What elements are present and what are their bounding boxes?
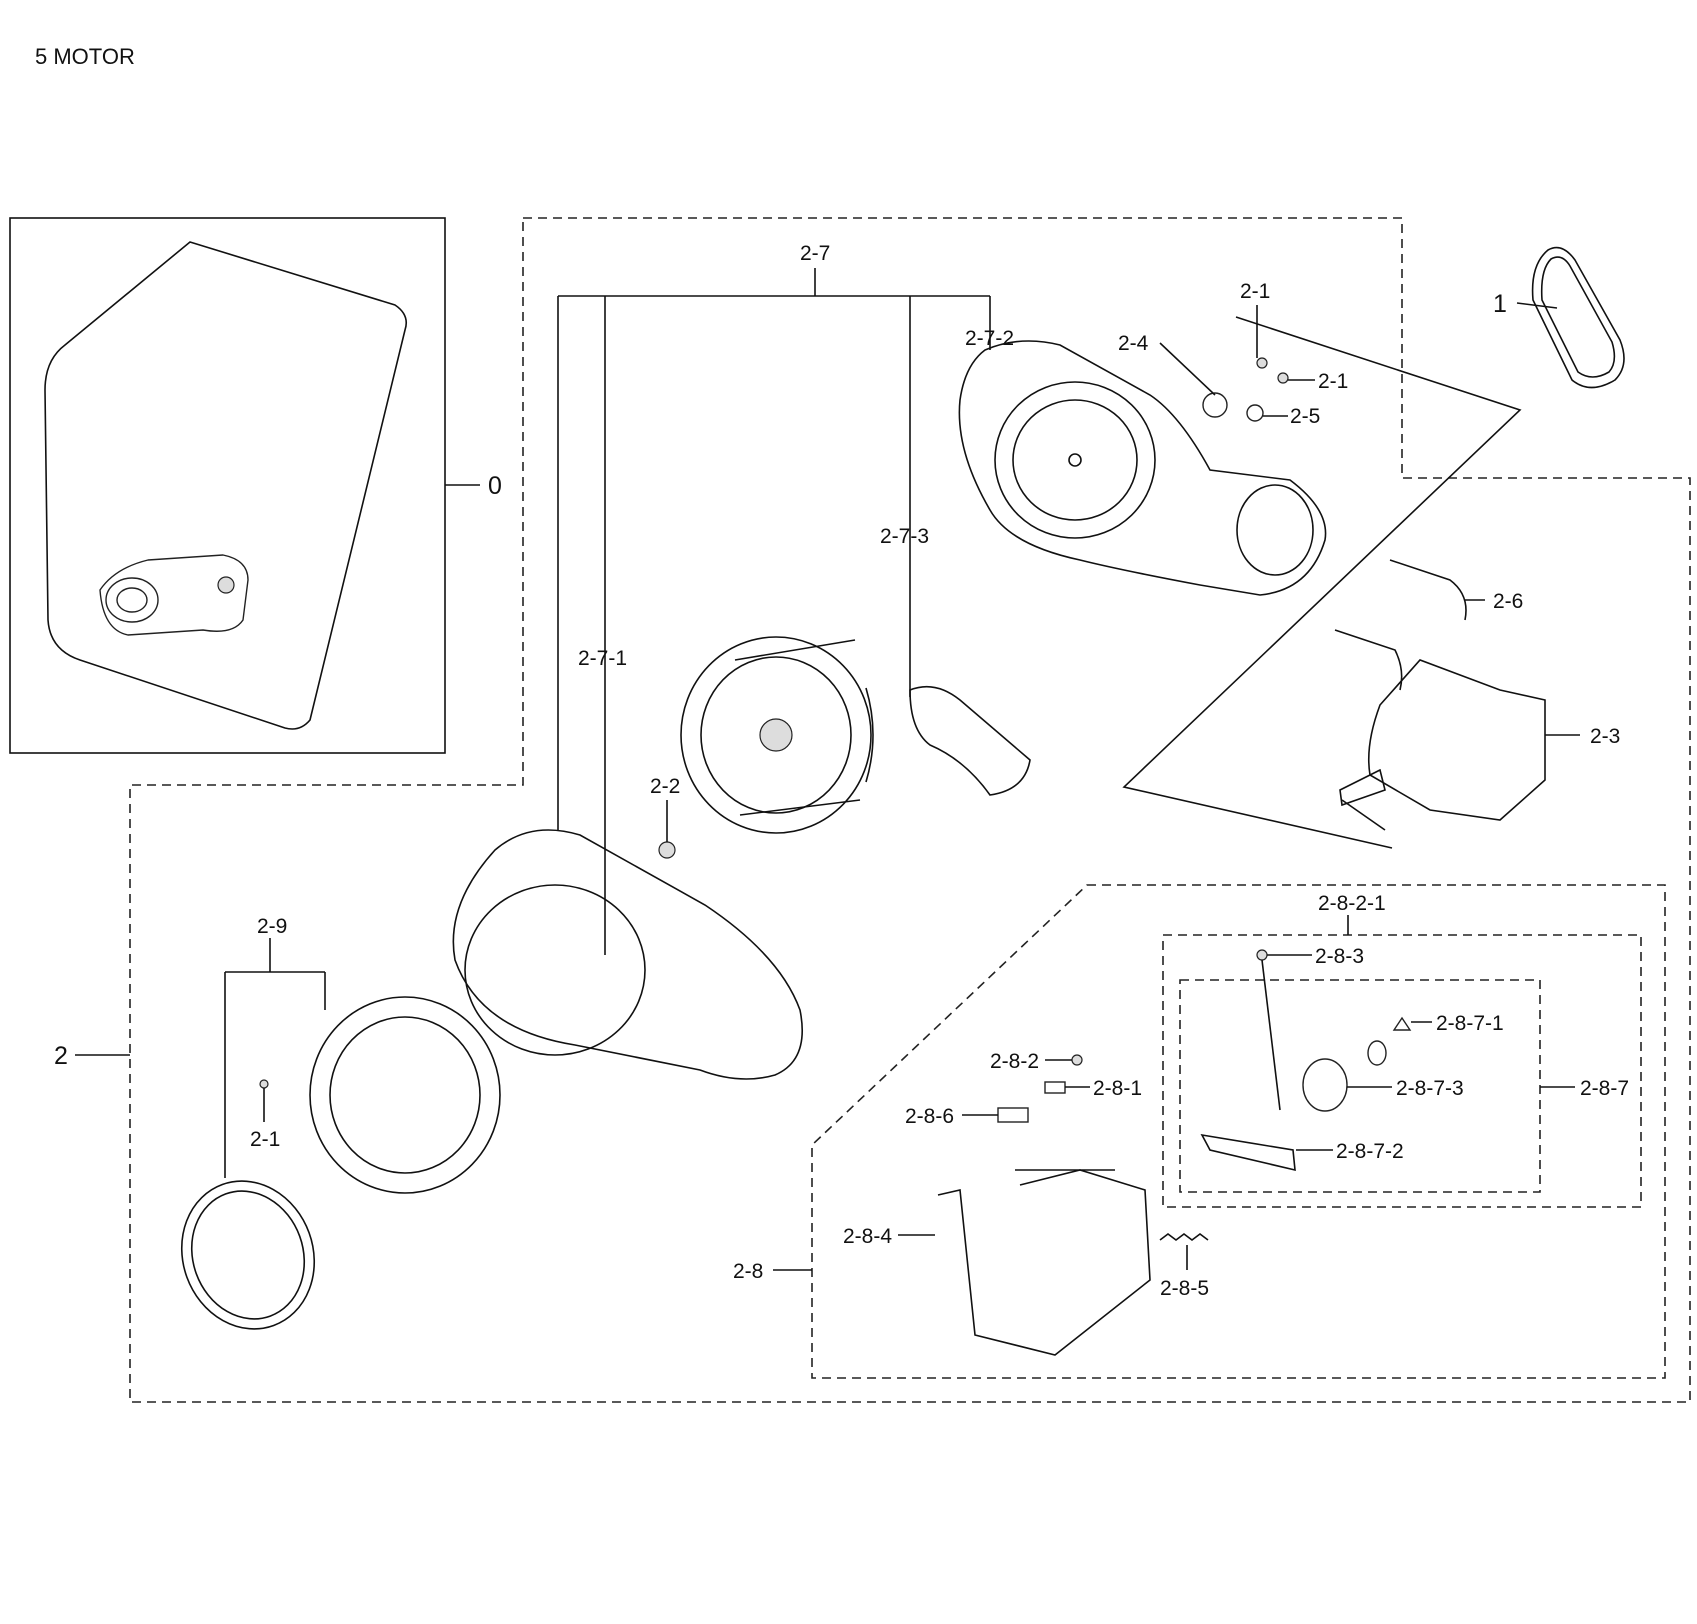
label-2-8-7-3: 2-8-7-3 bbox=[1396, 1077, 1464, 1100]
label-2-8-1: 2-8-1 bbox=[1093, 1077, 1142, 1100]
diagram-title: 5 MOTOR bbox=[35, 44, 135, 69]
label-2-7: 2-7 bbox=[800, 242, 830, 265]
fan-cover bbox=[309, 996, 501, 1194]
idler-shaft bbox=[1367, 1040, 1387, 1066]
label-2-8-4: 2-8-4 bbox=[843, 1225, 892, 1248]
label-2-8-7: 2-8-7 bbox=[1580, 1077, 1629, 1100]
label-2-5: 2-5 bbox=[1290, 405, 1320, 428]
duct-piece bbox=[909, 685, 1031, 796]
seal-ring bbox=[180, 1180, 316, 1330]
harness-2-8-6 bbox=[997, 1107, 1029, 1123]
spring-2-8-5 bbox=[1159, 1233, 1209, 1241]
screw-2-1-c bbox=[259, 1079, 269, 1089]
label-2-8: 2-8 bbox=[733, 1260, 763, 1283]
label-2-3: 2-3 bbox=[1590, 725, 1620, 748]
dryer-cabinet-overview bbox=[44, 241, 408, 730]
switch-2-8-1 bbox=[1044, 1081, 1066, 1094]
rear-blower-housing bbox=[958, 340, 1327, 596]
screw-2-8-2 bbox=[1071, 1054, 1083, 1066]
label-2-7-3: 2-7-3 bbox=[880, 525, 929, 548]
label-2: 2 bbox=[54, 1042, 68, 1070]
idler-clip bbox=[1392, 1016, 1412, 1031]
motor-clip-a bbox=[1389, 559, 1467, 621]
group-2-8-2-1-outline bbox=[1162, 934, 1642, 1208]
idler-bracket bbox=[937, 1169, 1151, 1356]
label-2-9: 2-9 bbox=[257, 915, 287, 938]
bracket-2-4 bbox=[1202, 392, 1228, 418]
front-blower-housing bbox=[452, 829, 803, 1080]
label-2-2: 2-2 bbox=[650, 775, 680, 798]
label-2-1-left: 2-1 bbox=[250, 1128, 280, 1151]
group-2-8-outline bbox=[811, 884, 1666, 1379]
assembly-overview-box bbox=[9, 217, 446, 754]
screw-2-1-a bbox=[1256, 357, 1268, 369]
label-2-8-6: 2-8-6 bbox=[905, 1105, 954, 1128]
label-2-4: 2-4 bbox=[1118, 332, 1149, 355]
screw-2-8-3 bbox=[1256, 949, 1268, 961]
motor-plate-outline bbox=[1122, 316, 1522, 849]
idler-pulley bbox=[1302, 1058, 1348, 1112]
label-2-8-2: 2-8-2 bbox=[990, 1050, 1039, 1073]
drive-motor bbox=[1339, 659, 1546, 831]
label-2-7-1: 2-7-1 bbox=[578, 647, 627, 670]
label-2-8-2-1: 2-8-2-1 bbox=[1318, 892, 1386, 915]
label-2-7-2: 2-7-2 bbox=[965, 327, 1014, 350]
label-2-1-top: 2-1 bbox=[1240, 280, 1270, 303]
blower-impeller bbox=[680, 636, 874, 834]
label-2-1-right: 2-1 bbox=[1318, 370, 1348, 393]
label-2-8-7-1: 2-8-7-1 bbox=[1436, 1012, 1504, 1035]
idler-arm bbox=[1200, 1133, 1296, 1172]
motor-clip-b bbox=[1334, 629, 1403, 691]
label-1: 1 bbox=[1493, 290, 1507, 318]
label-2-8-7-2: 2-8-7-2 bbox=[1336, 1140, 1404, 1163]
part-2-5 bbox=[1246, 404, 1264, 422]
group-2-outline bbox=[129, 217, 1691, 1403]
label-2-8-5: 2-8-5 bbox=[1160, 1277, 1209, 1300]
screw-2-1-b bbox=[1277, 372, 1289, 384]
label-2-6: 2-6 bbox=[1493, 590, 1523, 613]
nut-2-2 bbox=[658, 841, 676, 859]
label-0: 0 bbox=[488, 472, 502, 500]
label-2-8-3: 2-8-3 bbox=[1315, 945, 1364, 968]
drive-belt bbox=[1531, 246, 1625, 389]
leader-lines bbox=[75, 268, 1580, 1271]
group-2-8-7-outline bbox=[1179, 979, 1541, 1193]
